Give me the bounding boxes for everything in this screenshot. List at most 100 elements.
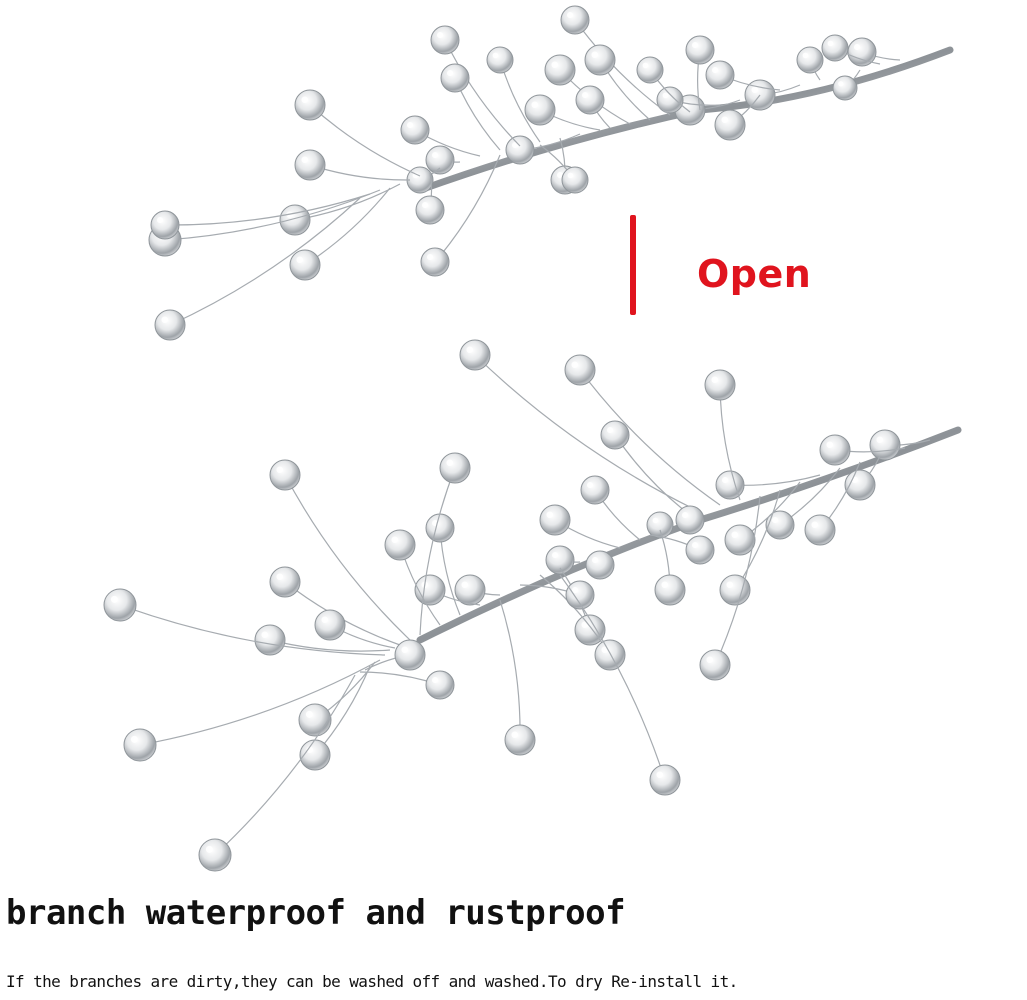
open-label: Open	[697, 252, 812, 296]
wire-strand	[139, 659, 381, 746]
bead-highlight	[552, 552, 559, 559]
crystal-bead-icon	[289, 249, 321, 281]
bead-highlight	[571, 361, 579, 369]
crystal-bead-icon	[269, 566, 301, 598]
bead-highlight	[261, 631, 269, 639]
crystal-bead-icon	[796, 46, 824, 74]
bead-highlight	[722, 477, 729, 484]
crystal-bead-icon	[298, 703, 332, 737]
crystal-bead-icon	[459, 339, 491, 371]
crystal-bead-icon	[585, 550, 615, 580]
bead-highlight	[276, 466, 284, 474]
crystal-bead-icon	[646, 511, 674, 539]
caption-description: If the branches are dirty,they can be wa…	[6, 972, 738, 991]
crystal-bead-icon	[560, 5, 590, 35]
crystal-bead-icon	[439, 452, 471, 484]
crystal-bead-icon	[724, 524, 756, 556]
crystal-bead-icon	[544, 54, 576, 86]
crystal-bead-icon	[425, 513, 455, 543]
bead-highlight	[854, 44, 861, 51]
bead-highlight	[511, 731, 519, 739]
bead-highlight	[838, 81, 844, 87]
bead-highlight	[826, 441, 834, 449]
bead-highlight	[427, 254, 434, 261]
crystal-bead-icon	[254, 624, 286, 656]
bead-highlight	[306, 746, 314, 754]
bead-highlight	[827, 40, 834, 47]
crystal-bead-icon	[561, 166, 589, 194]
crystal-bead-icon	[714, 109, 746, 141]
crystal-bead-icon	[869, 429, 901, 461]
crystal-bead-icon	[584, 44, 616, 76]
bead-highlight	[751, 86, 759, 94]
bead-highlight	[432, 152, 439, 159]
bead-highlight	[461, 581, 469, 589]
branch-closed	[148, 5, 954, 341]
crystal-bead-icon	[565, 580, 595, 610]
bead-highlight	[652, 517, 659, 524]
wire-strand	[164, 189, 381, 241]
crystal-bead-icon	[269, 459, 301, 491]
crystal-bead-icon	[580, 475, 610, 505]
crystal-bead-icon	[294, 89, 326, 121]
crystal-bead-icon	[654, 574, 686, 606]
crystal-bead-icon	[821, 34, 849, 62]
wire-strand	[309, 104, 421, 177]
crystal-bead-icon	[279, 204, 311, 236]
crystal-bead-icon	[575, 85, 605, 115]
crystal-bead-icon	[636, 56, 664, 84]
bead-highlight	[407, 122, 414, 129]
wire-strand	[714, 495, 761, 666]
bead-highlight	[305, 710, 313, 718]
wire-strand	[284, 474, 411, 641]
bead-highlight	[205, 845, 213, 853]
bead-highlight	[567, 12, 574, 19]
crystal-bead-icon	[832, 75, 858, 101]
bead-highlight	[662, 92, 669, 99]
bead-highlight	[447, 70, 454, 77]
bead-highlight	[692, 42, 699, 49]
open-divider-bar	[630, 215, 636, 315]
bead-highlight	[531, 101, 539, 109]
bead-highlight	[432, 677, 439, 684]
crystal-bead-icon	[685, 35, 715, 65]
wire-strand	[269, 639, 391, 652]
wire-strand	[164, 193, 371, 226]
bead-highlight	[581, 621, 589, 629]
crystal-bead-icon	[539, 504, 571, 536]
bead-highlight	[110, 595, 118, 603]
bead-highlight	[642, 62, 649, 69]
bead-highlight	[157, 217, 164, 224]
crystal-bead-icon	[400, 115, 430, 145]
wire-strand	[169, 197, 361, 326]
crystal-bead-icon	[415, 195, 445, 225]
bead-highlight	[301, 156, 309, 164]
crystal-bead-icon	[420, 247, 450, 277]
bead-highlight	[572, 587, 579, 594]
bead-highlight	[567, 172, 574, 179]
crystal-bead-icon	[705, 60, 735, 90]
crystal-bead-icon	[425, 145, 455, 175]
bead-highlight	[582, 92, 589, 99]
crystal-branch-illustration	[103, 5, 962, 872]
bead-highlight	[446, 459, 454, 467]
bead-highlight	[706, 656, 714, 664]
bead-highlight	[276, 573, 284, 581]
wire-strand	[574, 19, 671, 116]
crystal-bead-icon	[504, 724, 536, 756]
bead-highlight	[492, 52, 499, 59]
wire-strand	[214, 674, 356, 856]
crystal-bead-icon	[699, 649, 731, 681]
bead-highlight	[587, 482, 594, 489]
crystal-bead-icon	[384, 529, 416, 561]
crystal-bead-icon	[545, 545, 575, 575]
bead-highlight	[607, 427, 614, 434]
bead-highlight	[466, 346, 474, 354]
crystal-bead-icon	[524, 94, 556, 126]
crystal-bead-icon	[154, 309, 186, 341]
bead-highlight	[391, 536, 399, 544]
wire-strand	[444, 39, 521, 147]
crystal-bead-icon	[685, 535, 715, 565]
bead-highlight	[661, 581, 669, 589]
wire-strand	[419, 467, 456, 636]
